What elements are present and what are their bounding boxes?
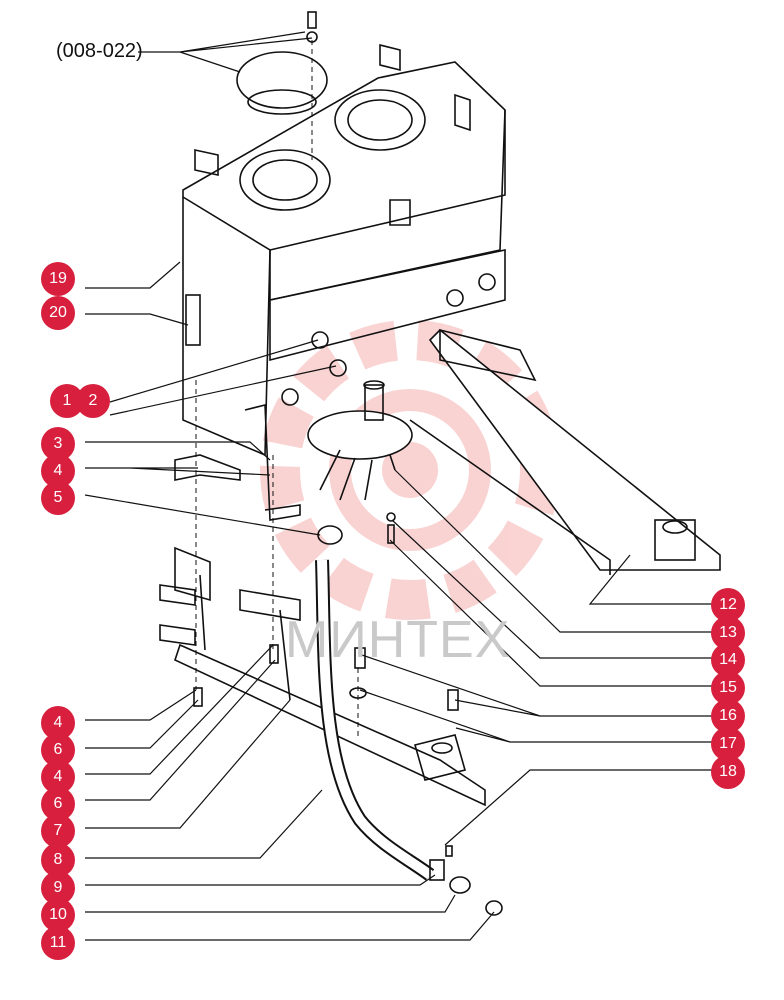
reference-label: (008-022) xyxy=(56,40,143,62)
tank-assembly xyxy=(159,11,721,916)
callout-7[interactable]: 7 xyxy=(41,814,75,848)
callout-19[interactable]: 19 xyxy=(41,262,75,296)
callout-18[interactable]: 18 xyxy=(711,755,745,789)
callout-15[interactable]: 15 xyxy=(711,671,745,705)
callout-11[interactable]: 11 xyxy=(41,926,75,960)
alignment-lines xyxy=(195,40,359,740)
callout-5[interactable]: 5 xyxy=(41,481,75,515)
callout-2[interactable]: 2 xyxy=(76,384,110,418)
callout-20[interactable]: 20 xyxy=(41,296,75,330)
watermark-text: МИНТЕХ xyxy=(285,611,511,669)
leader-lines xyxy=(84,31,712,941)
